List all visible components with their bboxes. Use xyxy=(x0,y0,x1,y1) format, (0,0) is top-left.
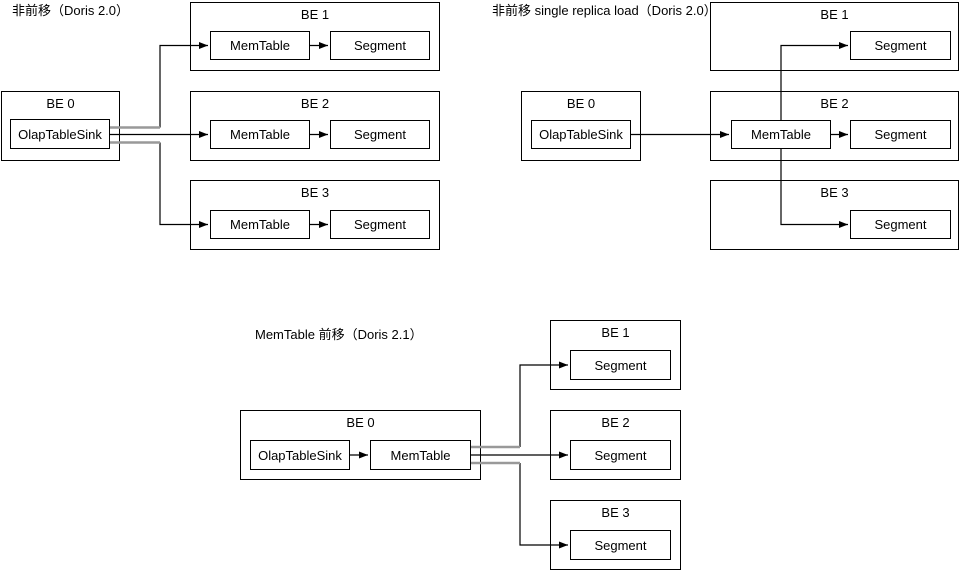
d1-be1-segment-node: Segment xyxy=(330,31,430,60)
d1-be3-memtable-node: MemTable xyxy=(210,210,310,239)
d3-be0-olaptablesink-node: OlapTableSink xyxy=(250,440,350,470)
d2-be0-label: BE 0 xyxy=(566,96,596,111)
diagram3-title: MemTable 前移（Doris 2.1） xyxy=(255,327,423,342)
d2-be1-label: BE 1 xyxy=(820,7,849,22)
d3-be3-label: BE 3 xyxy=(601,505,630,520)
d1-be0-label: BE 0 xyxy=(46,96,75,111)
d2-be1-segment-node: Segment xyxy=(850,31,951,60)
d1-be2-segment-node: Segment xyxy=(330,120,430,149)
d1-be1-label: BE 1 xyxy=(300,7,330,22)
d3-be1-label: BE 1 xyxy=(601,325,630,340)
d1-be3-segment-node: Segment xyxy=(330,210,430,239)
d3-be2-label: BE 2 xyxy=(601,415,630,430)
d1-be0-olaptablesink-node: OlapTableSink xyxy=(10,119,110,149)
d3-be0-memtable-node: MemTable xyxy=(370,440,471,470)
d2-be2-memtable-node: MemTable xyxy=(731,120,831,149)
d1-be2-memtable-node: MemTable xyxy=(210,120,310,149)
d1-be3-label: BE 3 xyxy=(300,185,330,200)
d1-be2-label: BE 2 xyxy=(300,96,330,111)
d2-be0-olaptablesink-node: OlapTableSink xyxy=(531,120,631,149)
d3-be1-segment-node: Segment xyxy=(570,350,671,380)
d3-be0-label: BE 0 xyxy=(346,415,375,430)
d2-be3-label: BE 3 xyxy=(820,185,849,200)
d2-be2-segment-node: Segment xyxy=(850,120,951,149)
d2-be3-segment-node: Segment xyxy=(850,210,951,239)
d3-be2-segment-node: Segment xyxy=(570,440,671,470)
diagram1-title: 非前移（Doris 2.0） xyxy=(12,3,130,18)
diagram2-title: 非前移 single replica load（Doris 2.0） xyxy=(492,3,717,18)
d1-be1-memtable-node: MemTable xyxy=(210,31,310,60)
d3-be3-segment-node: Segment xyxy=(570,530,671,560)
d2-be2-label: BE 2 xyxy=(820,96,849,111)
